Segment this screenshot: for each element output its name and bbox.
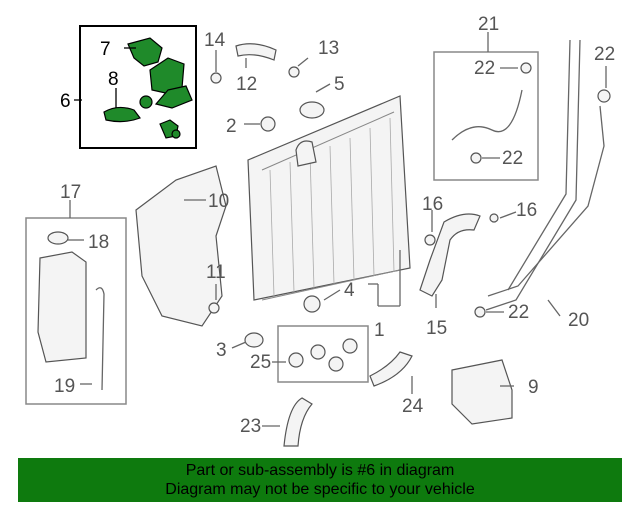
callout-18: 18 xyxy=(88,232,109,253)
callout-box-21 xyxy=(433,51,539,181)
callout-13: 13 xyxy=(318,38,339,59)
clamp-22c xyxy=(597,89,611,103)
callout-9: 9 xyxy=(528,377,539,398)
callout-4: 4 xyxy=(344,280,355,301)
callout-14: 14 xyxy=(204,30,226,51)
clip-11 xyxy=(208,302,220,314)
overflow-hose xyxy=(95,287,105,391)
callout-22a: 22 xyxy=(474,58,495,79)
callout-box-6 xyxy=(79,25,197,149)
callout-15: 15 xyxy=(426,318,447,339)
callout-3: 3 xyxy=(216,340,227,361)
cap-2 xyxy=(260,116,276,132)
callout-12: 12 xyxy=(236,74,257,95)
hose-15 xyxy=(419,213,481,297)
clamp-22b xyxy=(470,152,482,164)
clamp-22a xyxy=(520,62,532,74)
callout-22d: 22 xyxy=(508,302,529,323)
hose-20 xyxy=(485,39,581,311)
callout-1: 1 xyxy=(374,320,385,341)
bracket-9 xyxy=(451,359,513,425)
air-guide-10 xyxy=(135,165,227,327)
sensor-13 xyxy=(288,66,300,78)
callout-23: 23 xyxy=(240,416,261,437)
callout-11: 11 xyxy=(206,262,226,283)
clip-14 xyxy=(210,72,222,84)
callout-16a: 16 xyxy=(422,194,443,215)
cap-5 xyxy=(299,101,325,119)
reservoir-tank xyxy=(37,251,87,363)
clip-16b xyxy=(489,213,499,223)
callout-6: 6 xyxy=(60,91,71,112)
clamp-22d xyxy=(474,306,486,318)
info-banner: Part or sub-assembly is #6 in diagram Di… xyxy=(18,458,622,502)
hose-12 xyxy=(235,43,277,61)
banner-line-disclaimer: Diagram may not be specific to your vehi… xyxy=(165,481,475,498)
grommet-3 xyxy=(244,332,264,348)
callout-16b: 16 xyxy=(516,200,537,221)
banner-line-part: Part or sub-assembly is #6 in diagram xyxy=(185,462,455,479)
mount-4 xyxy=(303,295,321,313)
callout-22b: 22 xyxy=(502,148,523,169)
radiator xyxy=(247,95,411,301)
callout-box-17 xyxy=(25,217,127,405)
reservoir-cap xyxy=(47,231,69,245)
callout-7: 7 xyxy=(100,39,111,60)
callout-8: 8 xyxy=(108,69,119,90)
callout-20: 20 xyxy=(568,310,589,331)
callout-5: 5 xyxy=(334,74,345,95)
callout-10: 10 xyxy=(208,191,229,212)
callout-2: 2 xyxy=(226,116,237,137)
callout-24: 24 xyxy=(402,396,424,417)
callout-21: 21 xyxy=(478,14,499,35)
callout-25: 25 xyxy=(250,352,271,373)
callout-box-25 xyxy=(277,325,369,383)
callout-19: 19 xyxy=(54,376,75,397)
hose-22-line xyxy=(487,105,605,297)
hose-23 xyxy=(283,397,313,447)
clamps-25 xyxy=(288,338,358,372)
water-outlet-assembly-highlighted[interactable] xyxy=(103,37,193,139)
clip-16a xyxy=(424,234,436,246)
leader-lines xyxy=(68,32,607,427)
callout-17: 17 xyxy=(60,182,81,203)
hose-24 xyxy=(369,351,413,387)
hose-21 xyxy=(451,89,523,141)
callout-22c: 22 xyxy=(594,44,615,65)
